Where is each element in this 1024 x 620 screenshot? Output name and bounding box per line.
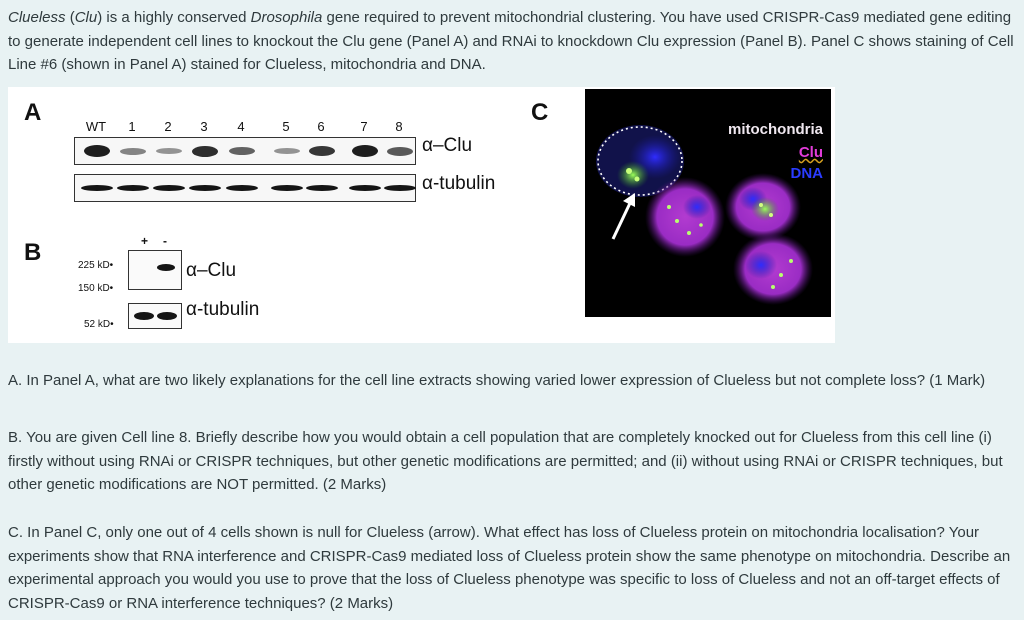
rnai-tubulin-band-minus	[157, 312, 177, 320]
tubulin-blot	[74, 174, 416, 202]
tubulin-band	[384, 185, 416, 191]
tubulin-band	[81, 185, 113, 191]
intro-text-1: ) is a highly conserved	[97, 9, 251, 26]
panel-b-clu-label: α–Clu	[186, 260, 237, 281]
tubulin-band	[189, 185, 221, 191]
lane-label-wt: WT	[85, 119, 107, 134]
gene-name: Clueless	[8, 9, 66, 26]
panel-b-letter: B	[24, 239, 42, 266]
panel-b-tubulin-label: α-tubulin	[186, 299, 260, 320]
legend-dna: DNA	[790, 165, 824, 182]
intro-paragraph: Clueless (Clu) is a highly conserved Dro…	[8, 6, 1020, 77]
panel-a-letter: A	[24, 99, 42, 126]
clu-band	[387, 146, 413, 156]
rnai-tubulin-band-plus	[134, 312, 154, 320]
panel-a-clu-label: α–Clu	[422, 135, 473, 156]
lane-label-2: 2	[164, 119, 172, 134]
legend-clu: Clu	[798, 144, 823, 161]
cell-right-top	[725, 173, 801, 241]
clu-blot	[74, 137, 416, 165]
microscopy-image: mitochondria Clu DNA	[585, 89, 831, 317]
gene-abbrev: Clu	[74, 9, 98, 26]
species-name: Drosophila	[250, 9, 323, 26]
clu-band	[274, 148, 300, 154]
lane-label-7: 7	[360, 119, 368, 134]
plus-sign: +	[141, 234, 149, 248]
rnai-clu-blot	[128, 250, 182, 290]
figure: A WT 1 2 3 4 5 6 7 8 α–Clu α-tubulin B + - 225 k…	[8, 87, 835, 343]
clu-band	[84, 145, 110, 157]
arrow-icon	[611, 193, 635, 240]
tubulin-band	[226, 185, 258, 191]
cell-middle	[645, 177, 725, 257]
tubulin-band	[117, 185, 149, 191]
clu-band	[156, 148, 182, 154]
rnai-tubulin-blot	[128, 303, 182, 329]
microscopy-svg	[596, 125, 813, 305]
tubulin-band	[153, 185, 185, 191]
question-b: B. You are given Cell line 8. Briefly de…	[8, 429, 1003, 493]
question-a: A. In Panel A, what are two likely expla…	[8, 372, 986, 389]
cell-right-bottom	[733, 233, 813, 305]
lane-label-5: 5	[282, 119, 290, 134]
clu-band	[120, 147, 146, 155]
minus-sign: -	[163, 234, 167, 248]
tubulin-band	[271, 185, 303, 191]
tubulin-band	[349, 185, 381, 191]
intro-text-2: gene required to prevent mitochondrial c…	[8, 9, 1014, 73]
clu-band	[192, 145, 218, 157]
kd-52: 52 kD•	[84, 319, 114, 330]
kd-225: 225 kD•	[78, 260, 114, 271]
rnai-clu-band	[157, 264, 175, 271]
lane-label-6: 6	[317, 119, 325, 134]
clu-band	[309, 146, 335, 156]
kd-150: 150 kD•	[78, 283, 114, 294]
lane-label-4: 4	[237, 119, 245, 134]
lane-label-3: 3	[200, 119, 208, 134]
intro-abbrev-open: (	[65, 9, 75, 26]
panel-c-letter: C	[531, 99, 549, 126]
clu-band	[229, 147, 255, 155]
panel-a-tubulin-label: α-tubulin	[422, 173, 496, 194]
tubulin-band	[306, 185, 338, 191]
null-cell	[596, 125, 684, 197]
lane-label-1: 1	[128, 119, 136, 134]
clu-band	[352, 145, 378, 157]
legend-mitochondria: mitochondria	[727, 121, 823, 138]
lane-label-8: 8	[395, 119, 403, 134]
question-c: C. In Panel C, only one out of 4 cells s…	[8, 524, 1011, 612]
